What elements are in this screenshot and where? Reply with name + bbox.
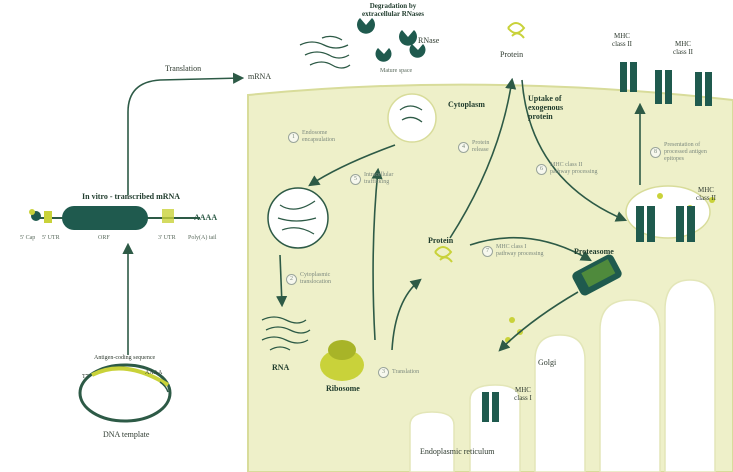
step-1: 1Endosome encapsulation [288,130,335,144]
rna-strands [261,316,311,351]
orf-label: ORF [98,235,110,241]
antigen-coding-label: Antigen-coding sequence [94,355,156,361]
protein-icon [434,246,453,263]
step-5: 5Intracellular trafficking [350,172,393,186]
plasmid-icon [78,363,172,423]
step-text: Presentation of processed antigen epitop… [664,142,707,162]
mrna-construct [29,206,200,230]
rnase-icon [357,18,426,62]
step-6: 6MHC class II pathway processing [536,162,598,176]
step-number: 6 [536,163,547,175]
cell-space-label: Mature space [380,68,413,74]
er-label: Endoplasmic reticulum [420,447,495,456]
protein-icon [507,22,526,39]
step-text: Translation [392,369,420,375]
mrna-label: mRNA [248,72,272,81]
mhc-class2-right-label: MHC class II [672,40,694,56]
cytoplasm-label: Cytoplasm [448,100,485,109]
mhc-class2-mid-label: MHC class II [695,186,717,202]
golgi-label: Golgi [538,358,557,367]
ribosome-label: Ribosome [326,384,360,393]
uptake-label: Uptake of exogenous protein [528,94,564,121]
degradation-label: Degradation by extracellular RNases [362,2,424,18]
step-text: Endosome encapsulation [302,130,335,143]
step-text: Cytoplasmic translocation [300,272,331,285]
translation-label: Translation [165,64,202,73]
mrna-strands [299,35,351,69]
mhc-icon [482,62,712,422]
cap-label: 5' Cap [20,235,36,241]
t7-label: T7 [82,374,89,380]
utr3-label: 3' UTR [158,235,176,241]
endosome-icon [267,187,329,249]
rnase-label: RNase [418,36,440,45]
step-number: 8 [650,147,661,158]
step-number: 3 [378,367,389,378]
step-text: Protein release [472,140,490,153]
polya-tail-label: Poly(A) tail [188,235,217,241]
protein-top-label: Protein [500,50,524,59]
endosome-icon [387,93,437,143]
mhc-class1-label: MHC class I [514,386,532,402]
step-8: 8Presentation of processed antigen epito… [650,142,707,163]
step-text: MHC class I pathway processing [496,244,544,257]
proteasome-label: Proteasome [574,247,614,256]
step-number: 7 [482,245,493,257]
invitro-mrna-label: In vitro - transcribed mRNA [82,192,181,201]
step-7: 7MHC class I pathway processing [482,244,544,258]
step-text: Intracellular trafficking [364,172,394,185]
polya-label: AAAA [194,213,218,222]
step-number: 5 [350,173,361,185]
step-number: 4 [458,141,469,153]
proteasome-icon [572,254,622,296]
step-number: 2 [286,273,297,285]
utr5-label: 5' UTR [42,235,60,241]
pathway-arrows [122,72,646,355]
polya-dna-label: AAAA [145,370,163,376]
step-text: MHC class II pathway processing [550,162,598,175]
ribosome-icon [320,340,364,381]
step-4: 4Protein release [458,140,489,154]
protein-mid-label: Protein [428,236,454,245]
mhc-class2-left-label: MHC class II [611,32,633,48]
step-2: 2Cytoplasmic translocation [286,272,331,286]
dna-template-label: DNA template [103,430,150,439]
step-number: 1 [288,131,299,143]
rna-label: RNA [272,363,290,372]
